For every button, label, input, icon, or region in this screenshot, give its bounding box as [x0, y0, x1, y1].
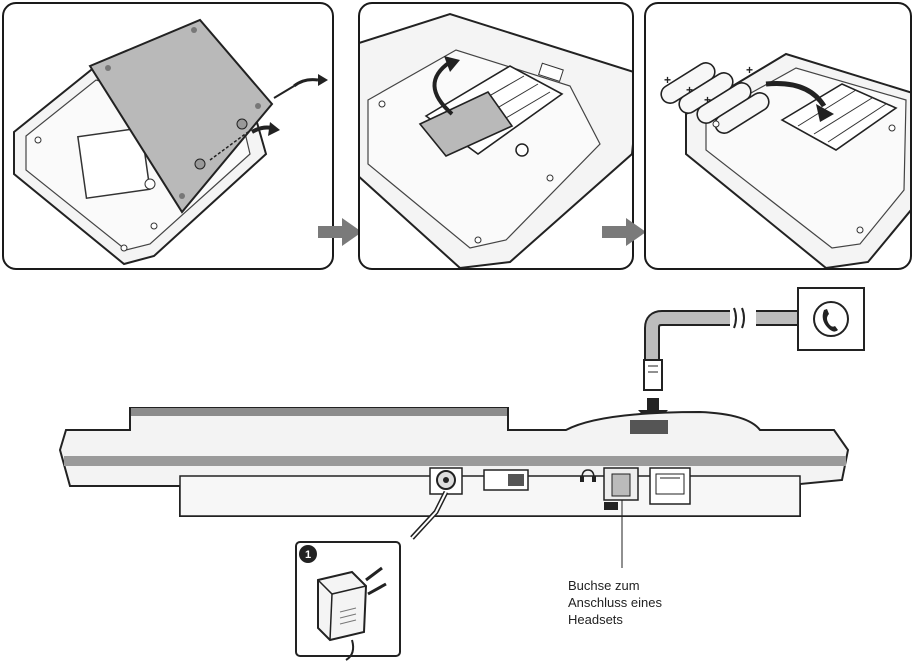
phone-rear-connection-diagram: 1: [58, 287, 865, 661]
phone-handset-icon: [813, 301, 849, 337]
svg-text:+: +: [746, 63, 753, 77]
slide-switch: [483, 469, 529, 491]
headset-jack-callout: Buchse zum Anschluss eines Headsets: [568, 577, 768, 628]
step-panel-open-compartment: [358, 2, 634, 270]
adapter-step-badge: 1: [305, 549, 311, 561]
arrow-right-icon: [318, 218, 362, 246]
callout-line-1: Buchse zum: [568, 578, 640, 593]
step-panel-insert-batteries: + + + +: [644, 2, 912, 270]
phone-jack-icon: [604, 502, 618, 510]
svg-text:+: +: [686, 83, 693, 97]
step-panel-remove-screws: [2, 2, 334, 270]
callout-line-3: Headsets: [568, 612, 623, 627]
power-socket: [429, 467, 463, 495]
power-adapter-icon: 1: [295, 541, 401, 661]
step-3-illustration: + + + +: [660, 52, 910, 268]
svg-text:+: +: [664, 73, 671, 87]
arrow-right-icon: [602, 218, 646, 246]
step-2-illustration: [360, 12, 632, 268]
svg-text:+: +: [704, 93, 711, 107]
step-1-illustration: [13, 18, 328, 266]
headset-icon: [580, 469, 596, 482]
callout-line-2: Anschluss eines: [568, 595, 662, 610]
